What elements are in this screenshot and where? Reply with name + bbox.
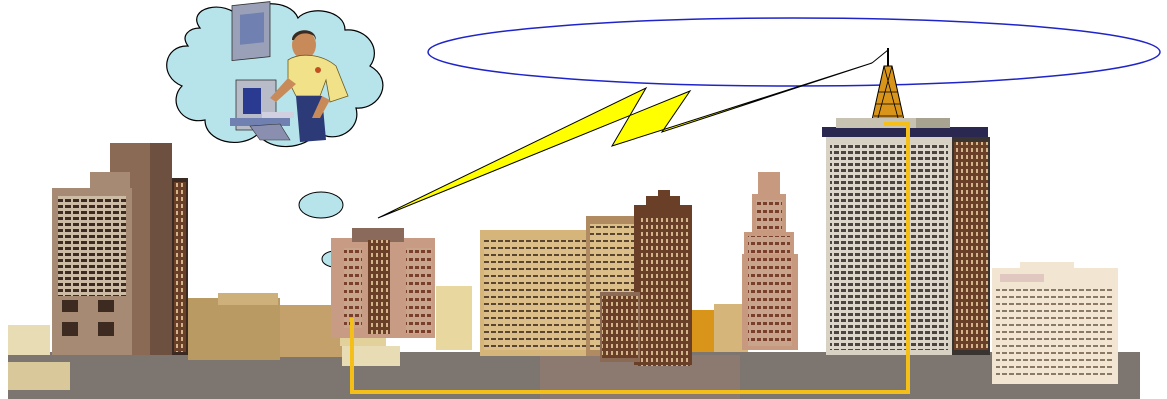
cream-building <box>992 262 1118 384</box>
brown-tower <box>586 190 692 366</box>
antenna-line <box>872 50 888 63</box>
brick-building <box>331 228 435 338</box>
broadcast-coverage-ellipse <box>428 18 1160 86</box>
signal-lightning-bolt <box>378 63 872 218</box>
tan-mid-rise <box>480 230 598 356</box>
art-deco-tower <box>742 172 798 350</box>
thought-bubble-large <box>299 192 343 218</box>
low-tan-building <box>188 298 280 360</box>
left-office-tower <box>52 143 188 355</box>
